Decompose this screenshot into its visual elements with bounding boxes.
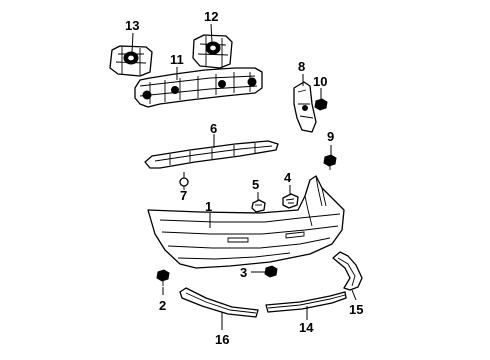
part-4-cap <box>282 193 299 209</box>
callout-11: 11 <box>170 52 184 67</box>
part-8-side-bracket <box>293 81 317 133</box>
callout-16: 16 <box>215 332 229 347</box>
callout-2: 2 <box>159 298 166 313</box>
part-11-reinforcement <box>134 67 263 108</box>
part-10-nut <box>314 98 328 111</box>
part-1-bumper-cover <box>147 175 345 269</box>
part-9-clip <box>323 154 337 170</box>
callout-10: 10 <box>313 74 327 89</box>
callout-14: 14 <box>299 320 314 335</box>
part-13-bracket <box>109 45 153 77</box>
callout-1: 1 <box>205 199 212 214</box>
leader-15 <box>351 289 357 301</box>
callout-8: 8 <box>298 59 305 74</box>
part-3-screw <box>264 265 278 278</box>
callout-6: 6 <box>210 121 217 136</box>
callout-3: 3 <box>240 265 247 280</box>
part-16-molding <box>179 287 259 318</box>
callout-7: 7 <box>180 188 187 203</box>
leader-13 <box>131 32 134 53</box>
part-6-absorber <box>144 140 279 169</box>
leader-12 <box>210 23 213 43</box>
callout-12: 12 <box>204 9 218 24</box>
callout-13: 13 <box>125 18 139 33</box>
part-5-retainer <box>251 199 266 213</box>
callout-9: 9 <box>327 129 334 144</box>
callout-5: 5 <box>252 177 259 192</box>
part-12-bracket <box>192 34 233 69</box>
part-15-corner-molding <box>332 251 363 291</box>
callout-4: 4 <box>284 170 292 185</box>
part-2-clip <box>156 269 170 286</box>
part-14-molding <box>265 291 347 313</box>
callout-15: 15 <box>349 302 363 317</box>
